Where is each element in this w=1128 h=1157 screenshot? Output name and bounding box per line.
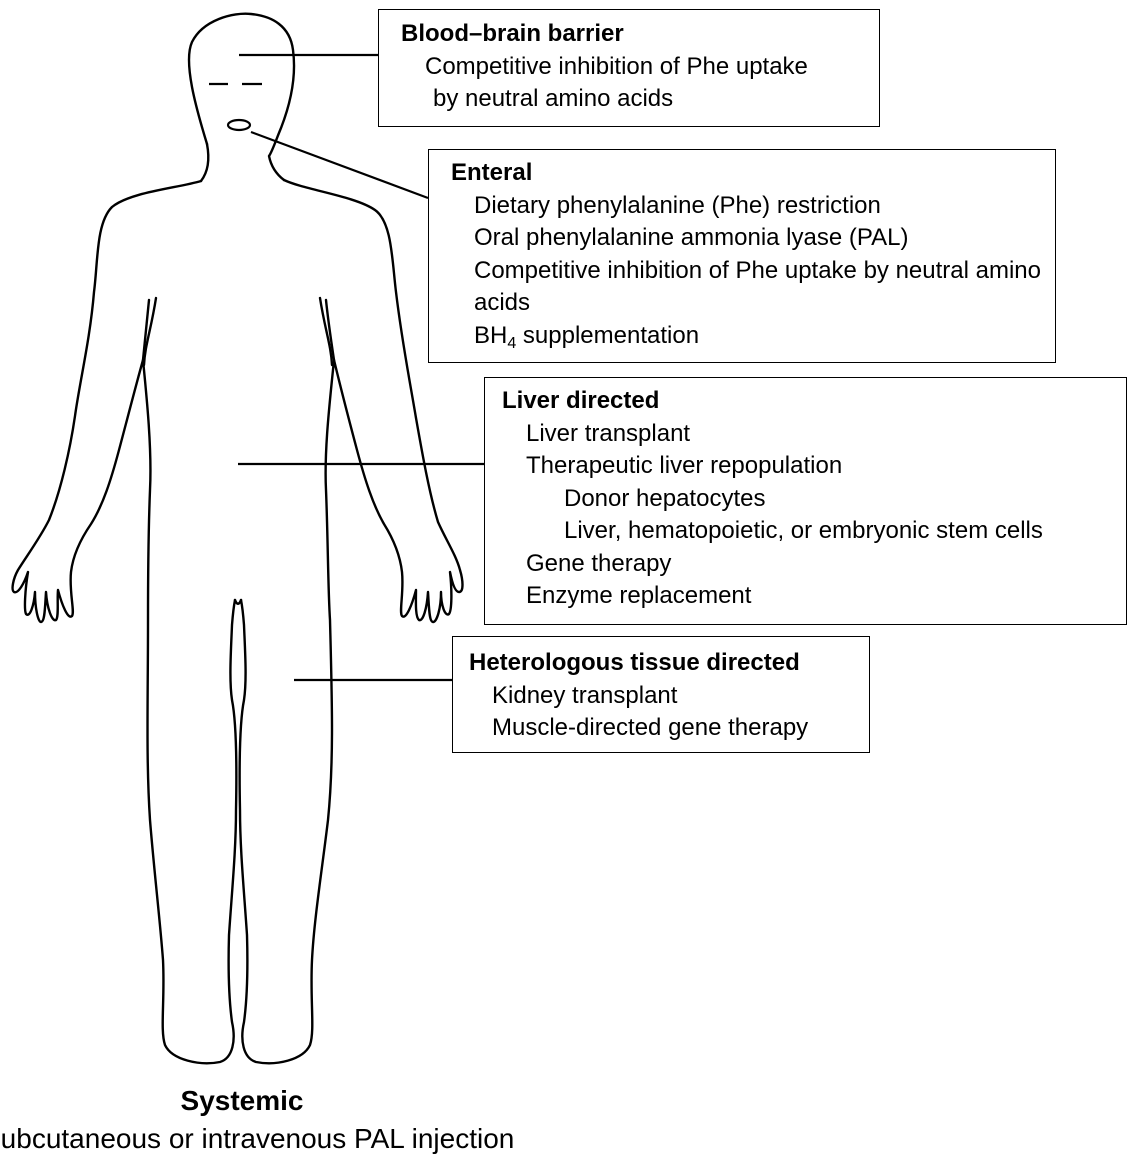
leader-enteral: [251, 132, 428, 198]
heterologous-tissue-item: Muscle-directed gene therapy: [469, 712, 869, 745]
bh4-prefix: BH: [474, 322, 507, 349]
enteral-item: Oral phenylalanine ammonia lyase (PAL): [451, 222, 1055, 255]
mouth: [228, 120, 250, 130]
systemic-item: Subcutaneous or intravenous PAL injectio…: [0, 1121, 514, 1157]
liver-directed-item: Therapeutic liver repopulation: [502, 450, 1126, 483]
blood-brain-barrier-item-continuation: by neutral amino acids: [401, 83, 879, 116]
left-arm-outline: [13, 181, 201, 622]
blood-brain-barrier-item: Competitive inhibition of Phe uptake: [401, 51, 879, 84]
liver-directed-item: Liver transplant: [502, 418, 1126, 451]
enteral-box: Enteral Dietary phenylalanine (Phe) rest…: [428, 149, 1056, 363]
bh4-subscript: 4: [507, 335, 516, 352]
heterologous-tissue-title: Heterologous tissue directed: [469, 647, 869, 680]
liver-directed-subitem: Donor hepatocytes: [502, 483, 1126, 516]
neck-left: [201, 144, 208, 181]
torso-right: [240, 360, 334, 1063]
enteral-title: Enteral: [451, 157, 1055, 190]
blood-brain-barrier-box: Blood–brain barrier Competitive inhibiti…: [378, 9, 880, 127]
heterologous-tissue-box: Heterologous tissue directed Kidney tran…: [452, 636, 870, 753]
blood-brain-barrier-title: Blood–brain barrier: [401, 18, 879, 51]
systemic-title: Systemic: [0, 1083, 484, 1119]
human-body-outline: [13, 14, 463, 1064]
liver-directed-box: Liver directed Liver transplant Therapeu…: [484, 377, 1127, 625]
liver-directed-title: Liver directed: [502, 385, 1126, 418]
bh4-suffix: supplementation: [516, 322, 699, 349]
torso-left: [143, 360, 236, 1063]
liver-directed-item: Gene therapy: [502, 548, 1126, 581]
enteral-item: Dietary phenylalanine (Phe) restriction: [451, 190, 1055, 223]
face-features: [209, 84, 262, 130]
enteral-item-bh4: BH4 supplementation: [451, 320, 1055, 361]
liver-directed-subitem: Liver, hematopoietic, or embryonic stem …: [502, 515, 1126, 548]
head-outline: [189, 14, 294, 180]
crotch: [235, 600, 241, 604]
enteral-item: Competitive inhibition of Phe uptake by …: [451, 255, 1054, 320]
liver-directed-item: Enzyme replacement: [502, 580, 1126, 613]
heterologous-tissue-item: Kidney transplant: [469, 680, 869, 713]
